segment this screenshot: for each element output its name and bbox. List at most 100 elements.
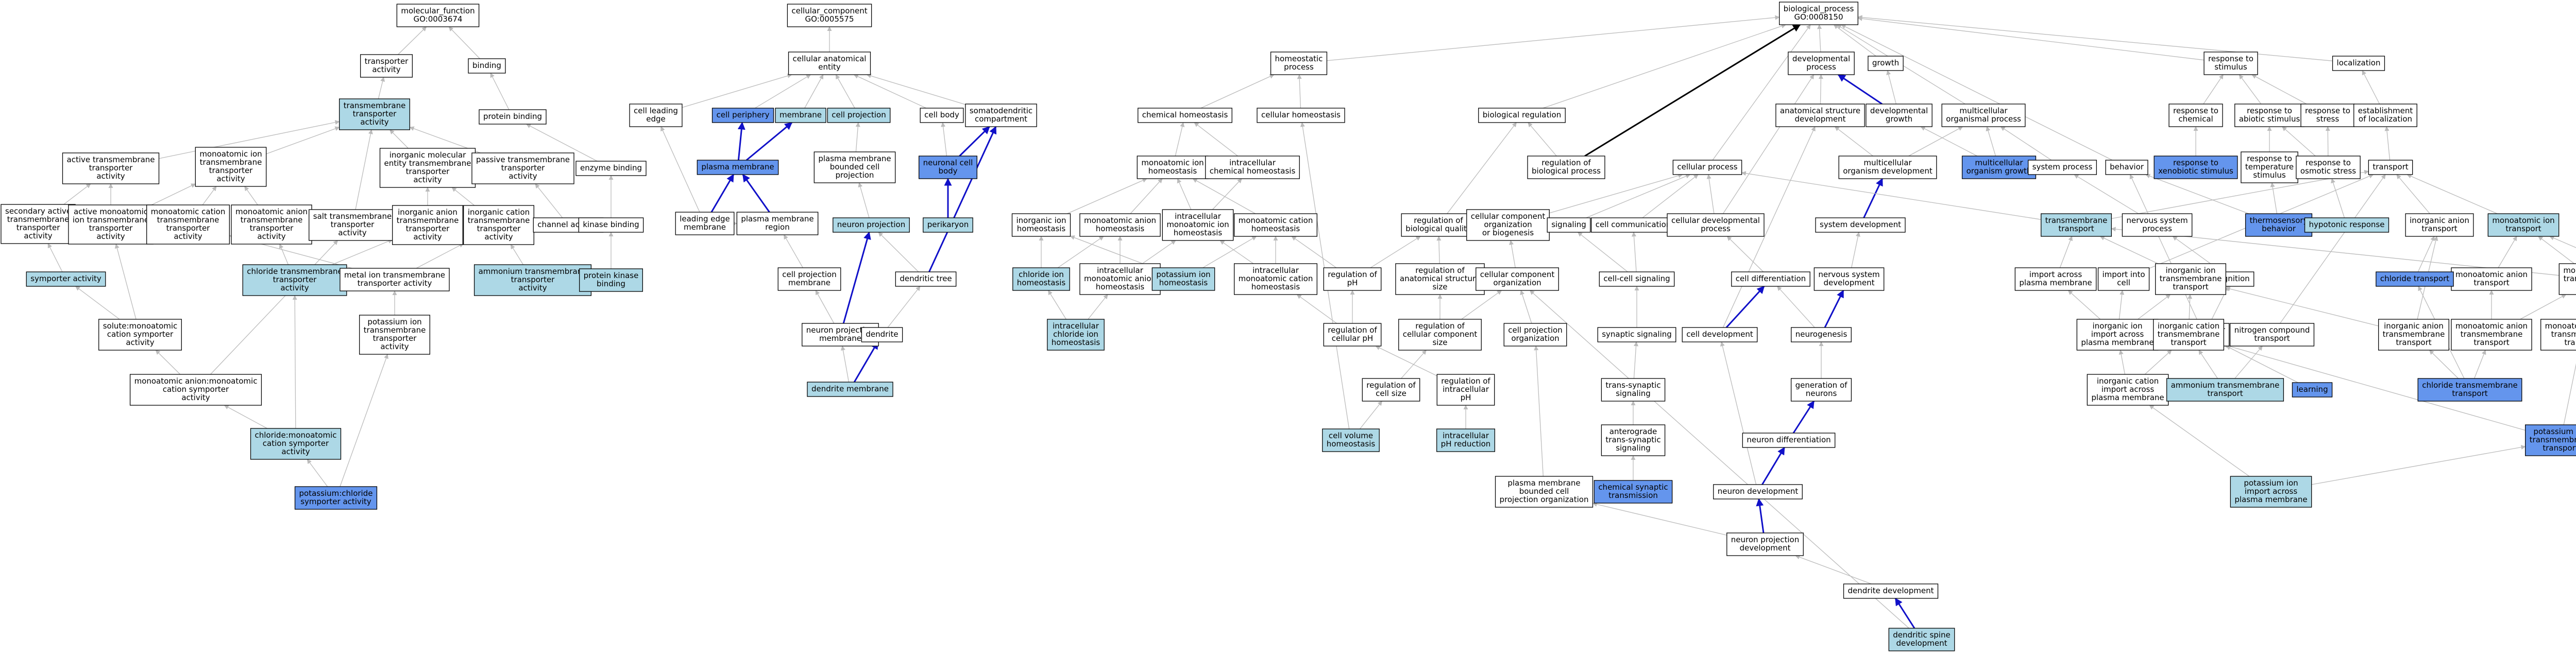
node-box	[2229, 323, 2315, 347]
node-label-line: trans-synaptic	[1605, 435, 1660, 444]
node-label-line: transporter	[89, 163, 133, 173]
node-label-line: transmembrane	[241, 215, 303, 225]
node-label-line: regulation of	[1541, 158, 1591, 167]
node-box	[2097, 267, 2150, 291]
edge-monoatomic-anion-homeo-to-monoatomic-ion-homeo	[1130, 178, 1163, 214]
edge-cell-differentiation-to-cellular-dev-process	[1726, 236, 1764, 272]
edge-neuron-differentiation-to-generation-of-neurons	[1792, 400, 1815, 434]
node-label-line: establishment	[2358, 106, 2413, 115]
node-label-line: binding	[597, 279, 625, 288]
node-label-line: cation symporter	[263, 439, 329, 448]
edge-system-process-to-multicellular-org-process	[2000, 126, 2052, 161]
node-label-line: bounded cell	[1519, 487, 1569, 496]
node-label-line: transporter	[501, 163, 546, 173]
node-box	[1233, 213, 1318, 237]
node-box	[1597, 327, 1676, 342]
node-box	[1138, 108, 1232, 123]
node-label-line: transporter	[373, 334, 417, 343]
node-box	[2451, 267, 2532, 291]
node-box	[2540, 319, 2576, 351]
node-label-line: anatomical structure	[1780, 106, 1860, 115]
node-label-line: response to	[2306, 158, 2351, 167]
edge-potassium-chloride-sym-to-potassium-ion-tm	[340, 354, 388, 487]
go-term-node-potassium-ion-tm: potassium iontransmembranetransporteract…	[359, 315, 430, 355]
node-box	[788, 51, 871, 75]
node-label-line: transporter	[250, 223, 294, 233]
node-box	[578, 217, 644, 233]
edge-plasma-membrane-to-cell-periphery	[737, 122, 745, 161]
edge-monoatomic-anion-cation-sym-to-solute-monoatomic-sym	[155, 350, 181, 375]
node-label-line: inorganic ion	[1016, 216, 1066, 225]
node-box	[1079, 263, 1161, 295]
edge-cell-volume-homeo-to-regulation-cell-size	[1360, 401, 1383, 429]
edge-chloride-cation-sym-to-monoatomic-anion-cation-sym	[224, 405, 267, 429]
node-label-line: homeostatic	[1275, 54, 1323, 63]
edge-potassium-chloride-sym-to-chloride-cation-sym	[307, 459, 328, 487]
node-label-line: signaling	[1616, 389, 1651, 398]
node-label-line: transporter	[89, 223, 133, 233]
node-label-line: transporter	[209, 166, 253, 175]
node-label-line: intracellular	[1443, 385, 1489, 394]
node-box	[918, 156, 978, 179]
edge-monoatomic-anion-tm-to-monoatomic-ion-tm	[244, 186, 258, 205]
node-label-line: synaptic signaling	[1602, 330, 1672, 339]
node-box	[736, 212, 819, 235]
edge-homeostatic-process-to-bp	[1327, 15, 1780, 61]
node-box	[1731, 271, 1810, 287]
node-label-line: nitrogen compound	[2234, 325, 2310, 335]
go-term-node-monoatomic-anion-tm: monoatomic aniontransmembranetransporter…	[231, 204, 312, 245]
node-label-line: import across	[2245, 487, 2298, 496]
node-box	[379, 148, 476, 188]
edge-developmental-growth-to-growth	[1886, 70, 1896, 105]
node-box	[2154, 156, 2238, 179]
edge-monoatomic-ion-homeo-to-chemical-homeostasis	[1175, 122, 1185, 157]
edge-active-monoatomic-to-monoatomic-ion-tm	[151, 183, 196, 205]
node-box	[1672, 160, 1742, 175]
edge-intracellular-chem-homeo-to-chemical-homeostasis	[1194, 122, 1238, 157]
node-label-line: developmental	[1870, 106, 1928, 115]
node-label-line: behavior	[2110, 162, 2144, 171]
node-label-line: plasma membrane	[818, 154, 891, 163]
node-box	[1599, 271, 1675, 287]
node-box	[1233, 263, 1318, 295]
edge-monoatomic-anion-transport-to-monoatomic-ion-transport	[2498, 236, 2517, 268]
go-term-node-cell-communication: cell communication	[1591, 217, 1675, 233]
node-label-line: salt transmembrane	[313, 212, 392, 221]
node-label-line: chloride ion	[1019, 270, 1064, 279]
node-box	[1162, 209, 1234, 241]
node-label-line: neuronal cell	[923, 158, 973, 167]
edge-cell-projection-org-to-cellular-component-org	[1520, 290, 1532, 324]
node-label-line: chemical homeostasis	[1210, 166, 1296, 176]
node-label-line: neuron projection	[1731, 535, 1799, 544]
node-label-line: activity	[413, 232, 442, 242]
go-term-node-chloride-transport: chloride transport	[2376, 271, 2454, 287]
node-label-line: somatodendritic	[970, 106, 1032, 115]
node-label-line: activity	[181, 393, 210, 402]
node-box	[195, 147, 267, 187]
node-label-line: anterograde	[1609, 427, 1657, 436]
node-label-line: ion transmembrane	[73, 215, 149, 225]
node-label-line: transport	[2254, 334, 2290, 343]
edge-solute-monoatomic-sym-to-active-monoatomic	[114, 244, 137, 320]
edge-cell-projection-membrane-to-plasma-membrane-region	[784, 234, 803, 268]
node-label-line: transmembrane	[2564, 274, 2576, 283]
node-box	[2296, 156, 2361, 179]
node-box	[1323, 267, 1382, 291]
node-label-line: transport	[2543, 443, 2576, 453]
node-label-line: learning	[2296, 385, 2328, 394]
node-label-line: thermosensory	[2250, 216, 2308, 225]
node-label-line: plasma membrane	[2081, 338, 2154, 347]
